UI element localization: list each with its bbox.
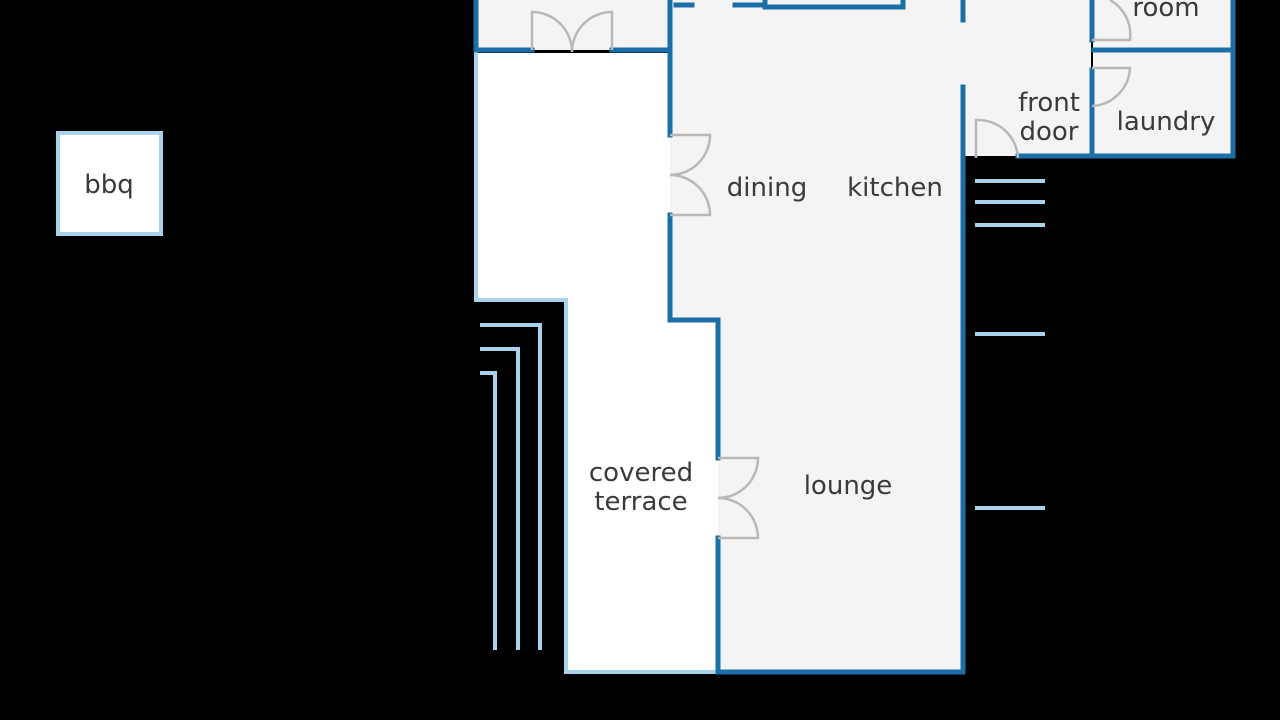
label-lounge: lounge: [804, 471, 893, 501]
entry-floor: [963, 0, 1091, 156]
dark-walls: [473, 0, 1236, 675]
laundry-door-swing[interactable]: [1091, 66, 1132, 108]
laundry-floor: [1093, 52, 1233, 156]
top-left-room-wall: [473, 0, 535, 53]
label-dining: dining: [727, 173, 807, 203]
dining-double-door[interactable]: [669, 133, 712, 217]
doors: [530, 0, 1132, 540]
laundry-wall: [1089, 0, 1236, 159]
covered-terrace-floor: [566, 300, 718, 672]
dining-kitchen-floor: [670, 0, 963, 322]
top-double-door[interactable]: [530, 10, 614, 53]
outdoor-floor: [476, 0, 718, 672]
room-floor: [1093, 0, 1233, 50]
bbq-area: [56, 131, 163, 236]
label-bbq: bbq: [84, 170, 134, 200]
label-laundry: laundry: [1117, 107, 1216, 137]
label-covered-terrace-1: covered: [589, 458, 693, 488]
bbq-box: [56, 131, 163, 236]
top-cabinet: [762, 0, 906, 10]
upper-deck-floor: [476, 53, 670, 301]
front-door-swing[interactable]: [974, 118, 1020, 159]
lounge-west-wall: [715, 155, 966, 675]
room-door-swing[interactable]: [1092, 0, 1132, 42]
steps-3: [480, 371, 497, 650]
label-room: room: [1132, 0, 1199, 23]
steps-1: [480, 323, 542, 650]
interior-floor: [670, 0, 1233, 672]
label-covered-terrace-2: terrace: [594, 487, 687, 517]
deck-wall: [474, 52, 718, 674]
steps-2: [480, 347, 520, 650]
lounge-floor: [718, 320, 963, 672]
room-labels: room front door laundry dining kitchen c…: [84, 0, 1215, 517]
label-front-door-1: front: [1018, 88, 1080, 118]
lounge-double-door[interactable]: [717, 456, 760, 540]
label-kitchen: kitchen: [847, 173, 943, 203]
dining-west-wall-bottom: [667, 212, 721, 461]
label-front-door-2: door: [1019, 117, 1078, 147]
light-walls: [474, 52, 1045, 674]
